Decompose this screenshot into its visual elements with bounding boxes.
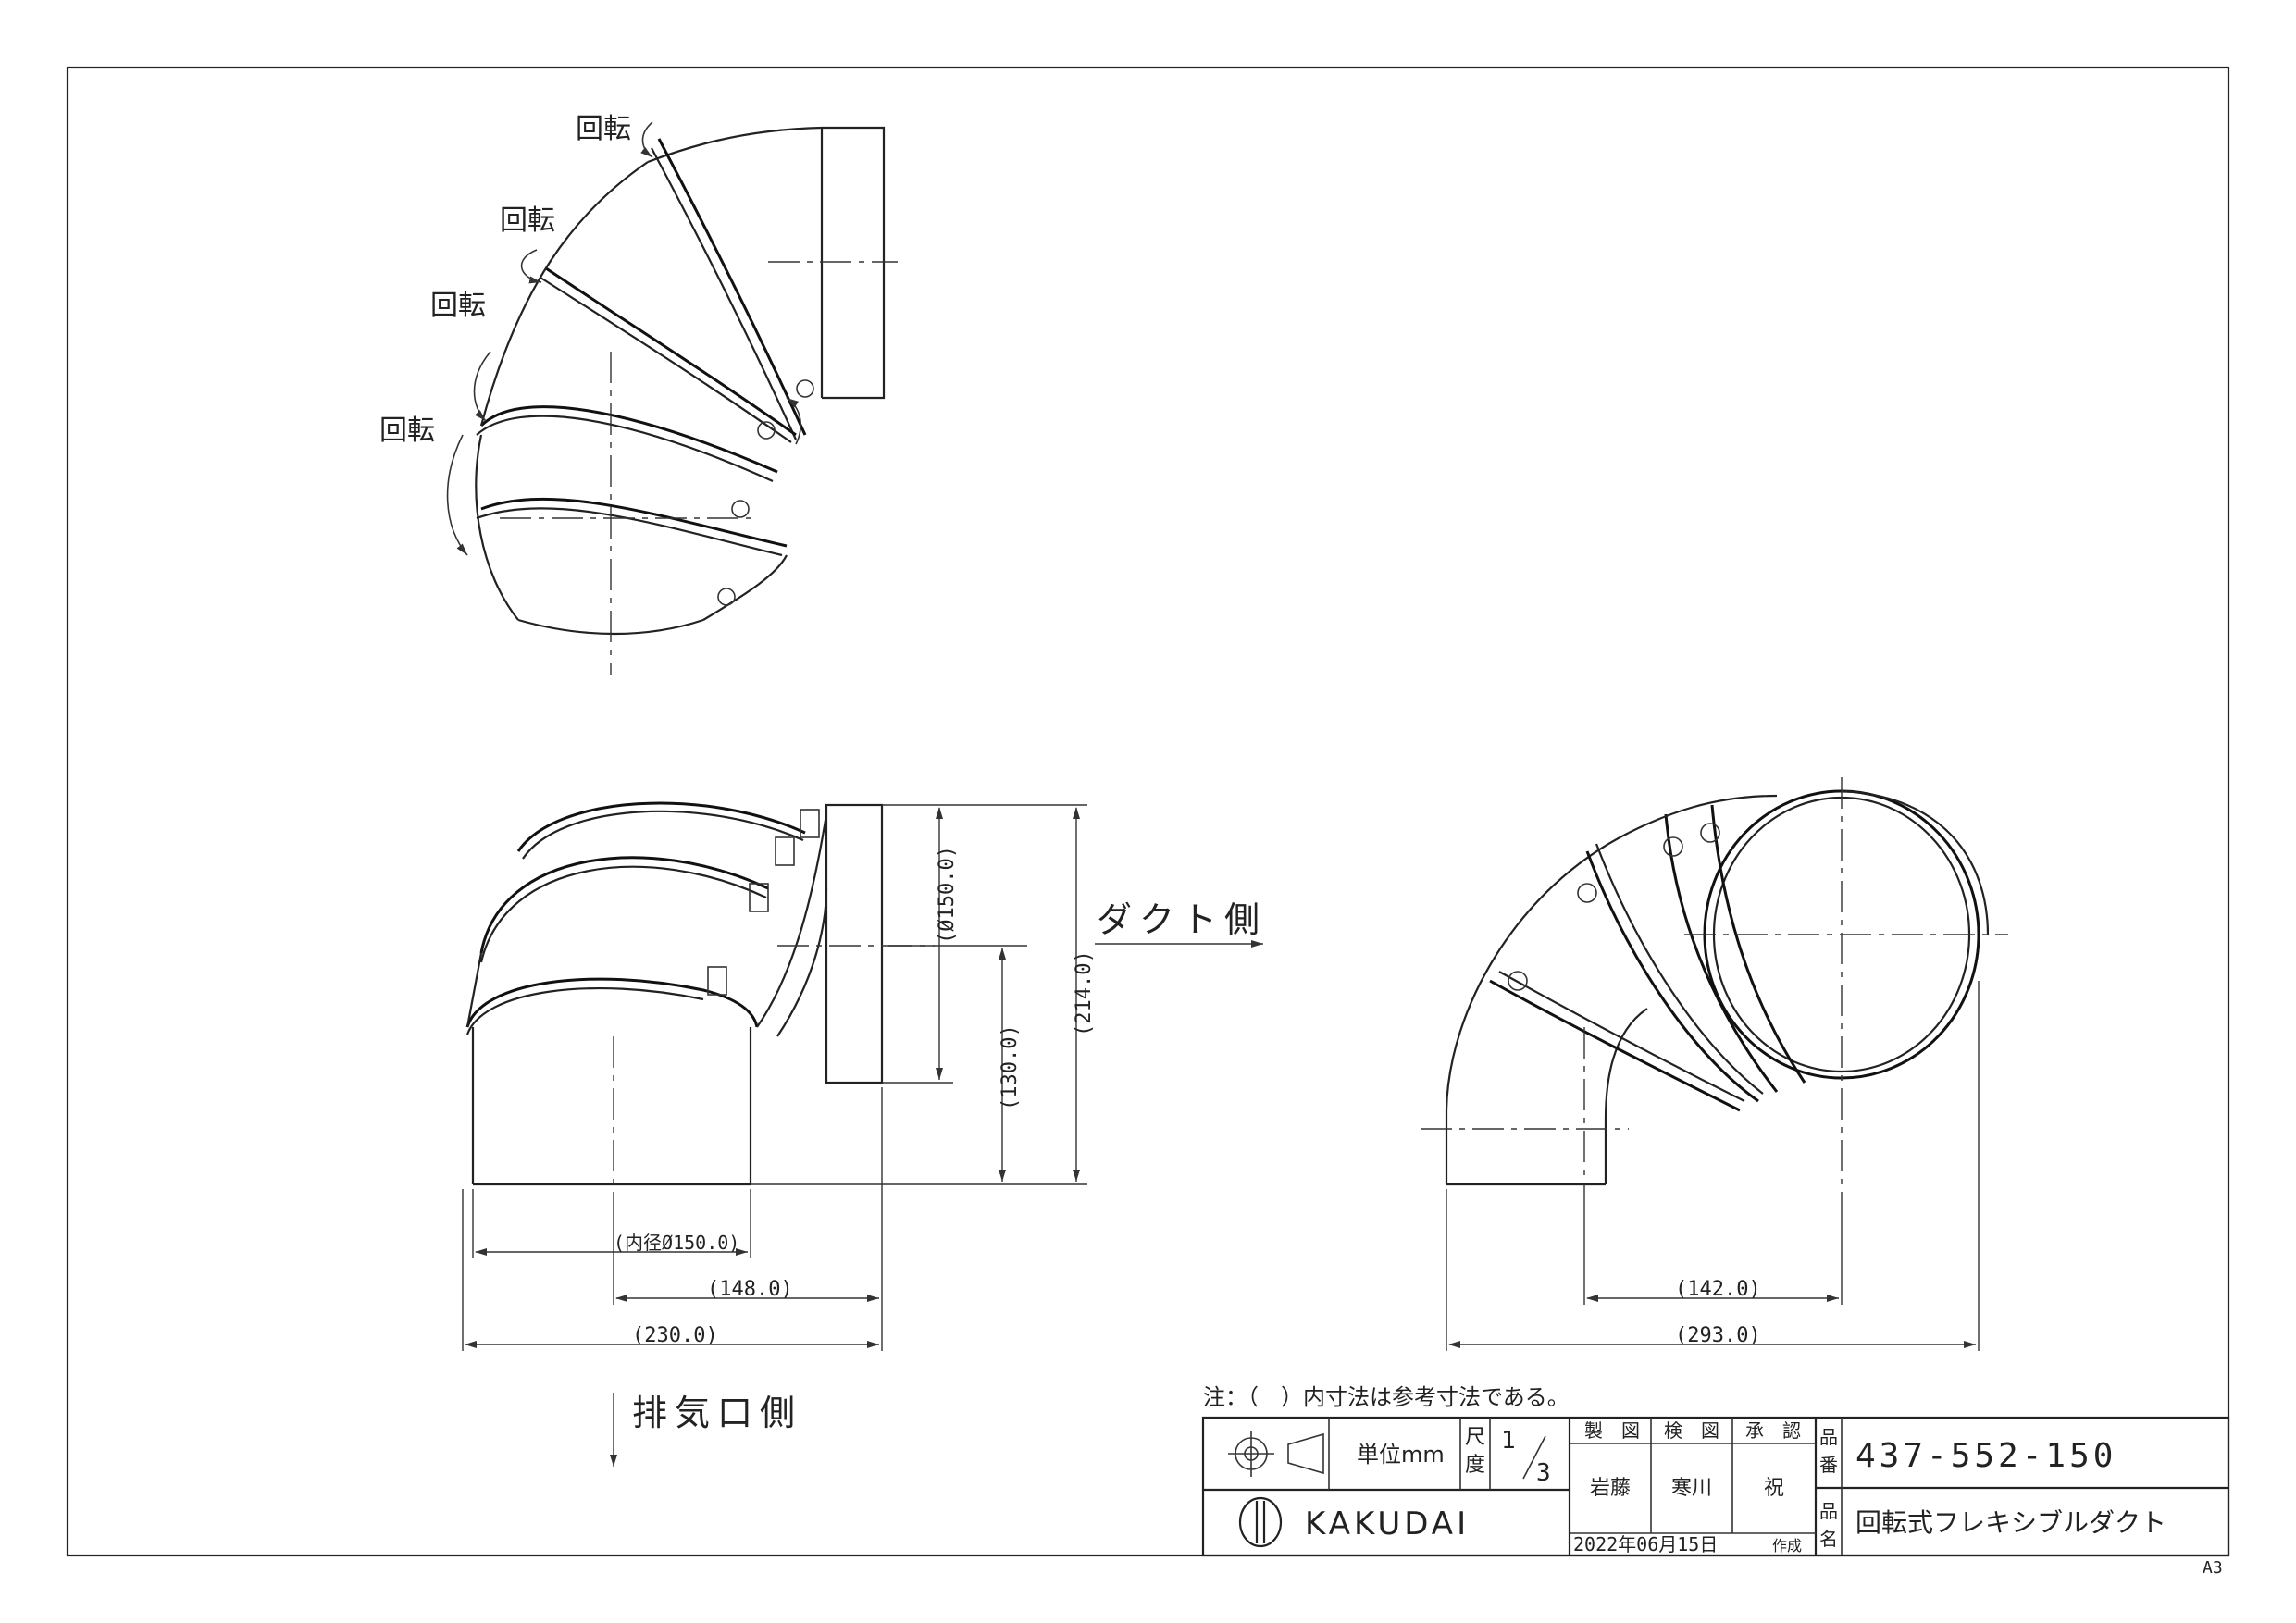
checked-by-name: 寒川 xyxy=(1671,1477,1712,1500)
dim-width-148: (148.0) xyxy=(707,1278,793,1301)
company-name: KAKUDAI xyxy=(1305,1505,1470,1542)
dim-width-142: (142.0) xyxy=(1675,1278,1761,1301)
sheet-size: A3 xyxy=(2203,1558,2223,1578)
approved-by-header: 承 認 xyxy=(1745,1419,1801,1442)
front-view xyxy=(462,801,1263,1467)
creation-date-suffix: 作成 xyxy=(1772,1537,1802,1555)
side-view xyxy=(1421,777,2008,1351)
scale-numerator: 1 xyxy=(1501,1427,1516,1455)
duct-side-label: ダクト側 xyxy=(1097,899,1267,940)
kakudai-logo xyxy=(1238,1496,1283,1548)
unit-label: 単位mm xyxy=(1357,1442,1445,1468)
third-angle-projection-icon xyxy=(1228,1431,1324,1477)
dim-width-293: (293.0) xyxy=(1675,1324,1761,1347)
exhaust-side-label: 排気口側 xyxy=(632,1393,802,1433)
dim-diameter-150: (Ø150.0) xyxy=(936,846,959,944)
rotate-label-2: 回転 xyxy=(500,204,555,237)
dim-height-130: (130.0) xyxy=(999,1024,1022,1110)
part-number: 437-552-150 xyxy=(1855,1437,2116,1475)
isometric-view xyxy=(446,121,898,675)
dim-inner-150: (内径Ø150.0) xyxy=(614,1232,739,1254)
scale-label-2: 度 xyxy=(1465,1454,1485,1477)
clamp-screw-icon xyxy=(731,500,750,518)
scale-label-1: 尺 xyxy=(1465,1426,1485,1449)
creation-date: 2022年06月15日 xyxy=(1573,1533,1718,1555)
scale-denominator: 3 xyxy=(1536,1459,1551,1487)
checked-by-header: 検 図 xyxy=(1664,1419,1719,1442)
rotate-label-4: 回転 xyxy=(379,415,435,447)
reference-note: 注：（ ）内寸法は参考寸法である。 xyxy=(1203,1384,1570,1410)
dim-width-230: (230.0) xyxy=(632,1324,718,1347)
part-name: 回転式フレキシブルダクト xyxy=(1855,1507,2166,1538)
clamp-screw-icon xyxy=(717,588,736,606)
part-name-label-2: 名 xyxy=(1819,1528,1838,1550)
approved-by-name: 祝 xyxy=(1764,1477,1784,1500)
drawn-by-header: 製 図 xyxy=(1584,1419,1640,1442)
rotate-label-3: 回転 xyxy=(430,290,486,322)
part-name-label-1: 品 xyxy=(1819,1500,1838,1522)
rotate-label-1: 回転 xyxy=(576,113,631,145)
part-no-label-2: 番 xyxy=(1819,1454,1838,1476)
drawn-by-name: 岩藤 xyxy=(1590,1477,1631,1500)
part-no-label-1: 品 xyxy=(1819,1426,1838,1448)
dim-height-214: (214.0) xyxy=(1073,950,1096,1036)
sheet-frame xyxy=(66,66,2230,1557)
clamp-screw-icon xyxy=(796,379,814,398)
title-block xyxy=(1201,1416,2230,1557)
clamp-screw-icon xyxy=(757,421,776,440)
